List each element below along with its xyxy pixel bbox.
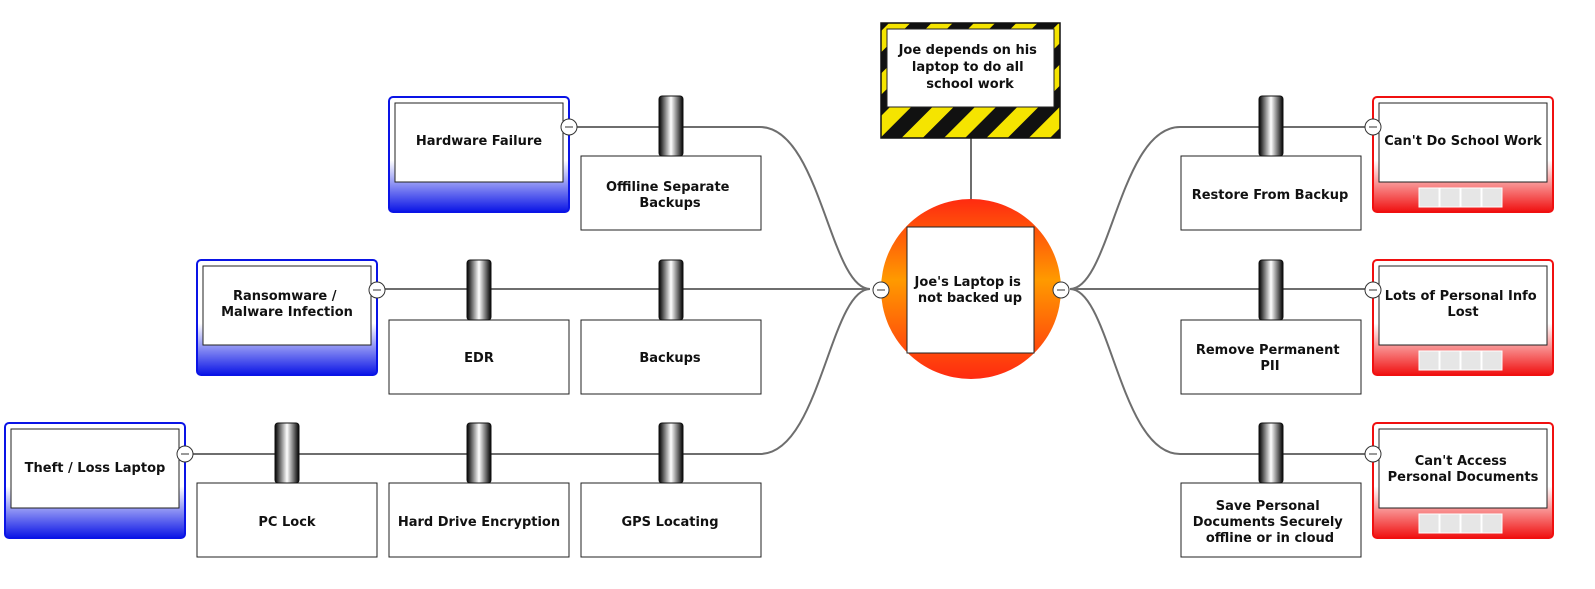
collapse-button[interactable]: [1364, 445, 1382, 463]
collapse-button[interactable]: [560, 118, 578, 136]
consequence-label: Can't Access Personal Documents: [1388, 454, 1539, 485]
barrier-label: Remove Permanent PII: [1196, 343, 1344, 374]
threat-label-line: Hardware Failure: [416, 134, 542, 149]
barrier-label: PC Lock: [258, 515, 316, 530]
barrier-label: Offiline Separate Backups: [606, 180, 734, 211]
connectors: [192, 126, 1365, 455]
barrier-offline-separate-backups[interactable]: Offiline Separate Backups: [580, 95, 762, 231]
hazard-label-line: laptop to do all: [912, 60, 1024, 75]
top-event-label-line: Joe's Laptop is: [914, 275, 1022, 290]
consequence-label-line: Lots of Personal Info: [1385, 289, 1537, 304]
barrier-gps-locating[interactable]: GPS Locating: [580, 422, 762, 558]
barrier-label-line: offline or in cloud: [1206, 531, 1334, 546]
barrier-label: Save Personal Documents Securely offline…: [1193, 499, 1348, 546]
barrier-edr[interactable]: EDR: [388, 259, 570, 395]
threat-hardware-failure[interactable]: Hardware Failure: [388, 96, 570, 213]
barrier-label-line: EDR: [464, 351, 494, 366]
top-event-label: Joe's Laptop is not backed up: [914, 275, 1026, 306]
barrier-label: EDR: [464, 351, 494, 366]
threat-ransomware[interactable]: Ransomware / Malware Infection: [196, 259, 378, 376]
barrier-label-line: Hard Drive Encryption: [398, 515, 560, 530]
consequence-label: Can't Do School Work: [1384, 134, 1542, 149]
hazard-label: Joe depends on his laptop to do all scho…: [898, 43, 1042, 92]
threat-label-line: Malware Infection: [221, 305, 353, 320]
threat-label: Theft / Loss Laptop: [25, 461, 166, 476]
consequence-label-line: Lost: [1447, 305, 1478, 320]
barrier-restore-from-backup[interactable]: Restore From Backup: [1180, 95, 1362, 231]
barrier-label-line: Remove Permanent: [1196, 343, 1340, 358]
barrier-label-line: PII: [1260, 359, 1279, 374]
collapse-button[interactable]: [1364, 118, 1382, 136]
connector-cant-access-documents: [1069, 288, 1365, 455]
barrier-pc-lock[interactable]: PC Lock: [196, 422, 378, 558]
barrier-label-line: Backups: [639, 196, 701, 211]
consequence-personal-info-lost[interactable]: Lots of Personal Info Lost: [1372, 259, 1554, 376]
barrier-label-line: PC Lock: [258, 515, 316, 530]
connector-theft-loss: [192, 288, 871, 455]
barrier-label-line: Offiline Separate: [606, 180, 730, 195]
consequence-label-line: Personal Documents: [1388, 470, 1539, 485]
consequence-label: Lots of Personal Info Lost: [1385, 289, 1541, 320]
threat-theft-loss[interactable]: Theft / Loss Laptop: [4, 422, 186, 539]
barrier-label: Hard Drive Encryption: [398, 515, 560, 530]
threat-label: Hardware Failure: [416, 134, 542, 149]
barrier-label: Backups: [639, 351, 701, 366]
barrier-label-line: GPS Locating: [621, 515, 718, 530]
connector-hardware-failure: [577, 126, 871, 290]
risk-matrix-indicator: [1418, 350, 1503, 371]
barrier-save-documents-securely[interactable]: Save Personal Documents Securely offline…: [1180, 422, 1362, 558]
hazard-label-line: Joe depends on his: [898, 43, 1038, 58]
barrier-label: GPS Locating: [621, 515, 718, 530]
barrier-backups[interactable]: Backups: [580, 259, 762, 395]
barrier-label-line: Restore From Backup: [1192, 188, 1349, 203]
collapse-button[interactable]: [368, 281, 386, 299]
collapse-button[interactable]: [1052, 281, 1070, 299]
threat-label-line: Ransomware /: [233, 289, 337, 304]
hazard[interactable]: Joe depends on his laptop to do all scho…: [880, 22, 1061, 139]
barrier-label-line: Documents Securely: [1193, 515, 1344, 530]
consequence-label-line: Can't Access: [1415, 454, 1507, 469]
top-event[interactable]: Joe's Laptop is not backed up: [881, 199, 1061, 379]
barrier-hard-drive-encryption[interactable]: Hard Drive Encryption: [388, 422, 570, 558]
collapse-button[interactable]: [176, 445, 194, 463]
risk-matrix-indicator: [1418, 187, 1503, 208]
hazard-label-line: school work: [926, 77, 1014, 92]
barrier-label-line: Save Personal: [1216, 499, 1320, 514]
barrier-label-line: Backups: [639, 351, 701, 366]
consequence-label-line: Can't Do School Work: [1384, 134, 1542, 149]
top-event-label-line: not backed up: [918, 291, 1022, 306]
consequence-cant-do-school-work[interactable]: Can't Do School Work: [1372, 96, 1554, 213]
consequence-cant-access-documents[interactable]: Can't Access Personal Documents: [1372, 422, 1554, 539]
connector-cant-do-school-work: [1069, 126, 1365, 290]
risk-matrix-indicator: [1418, 513, 1503, 534]
barrier-label: Restore From Backup: [1192, 188, 1349, 203]
threat-label: Ransomware / Malware Infection: [221, 289, 353, 320]
barrier-remove-permanent-pii[interactable]: Remove Permanent PII: [1180, 259, 1362, 395]
collapse-button[interactable]: [872, 281, 890, 299]
threat-label-line: Theft / Loss Laptop: [25, 461, 166, 476]
collapse-button[interactable]: [1364, 281, 1382, 299]
